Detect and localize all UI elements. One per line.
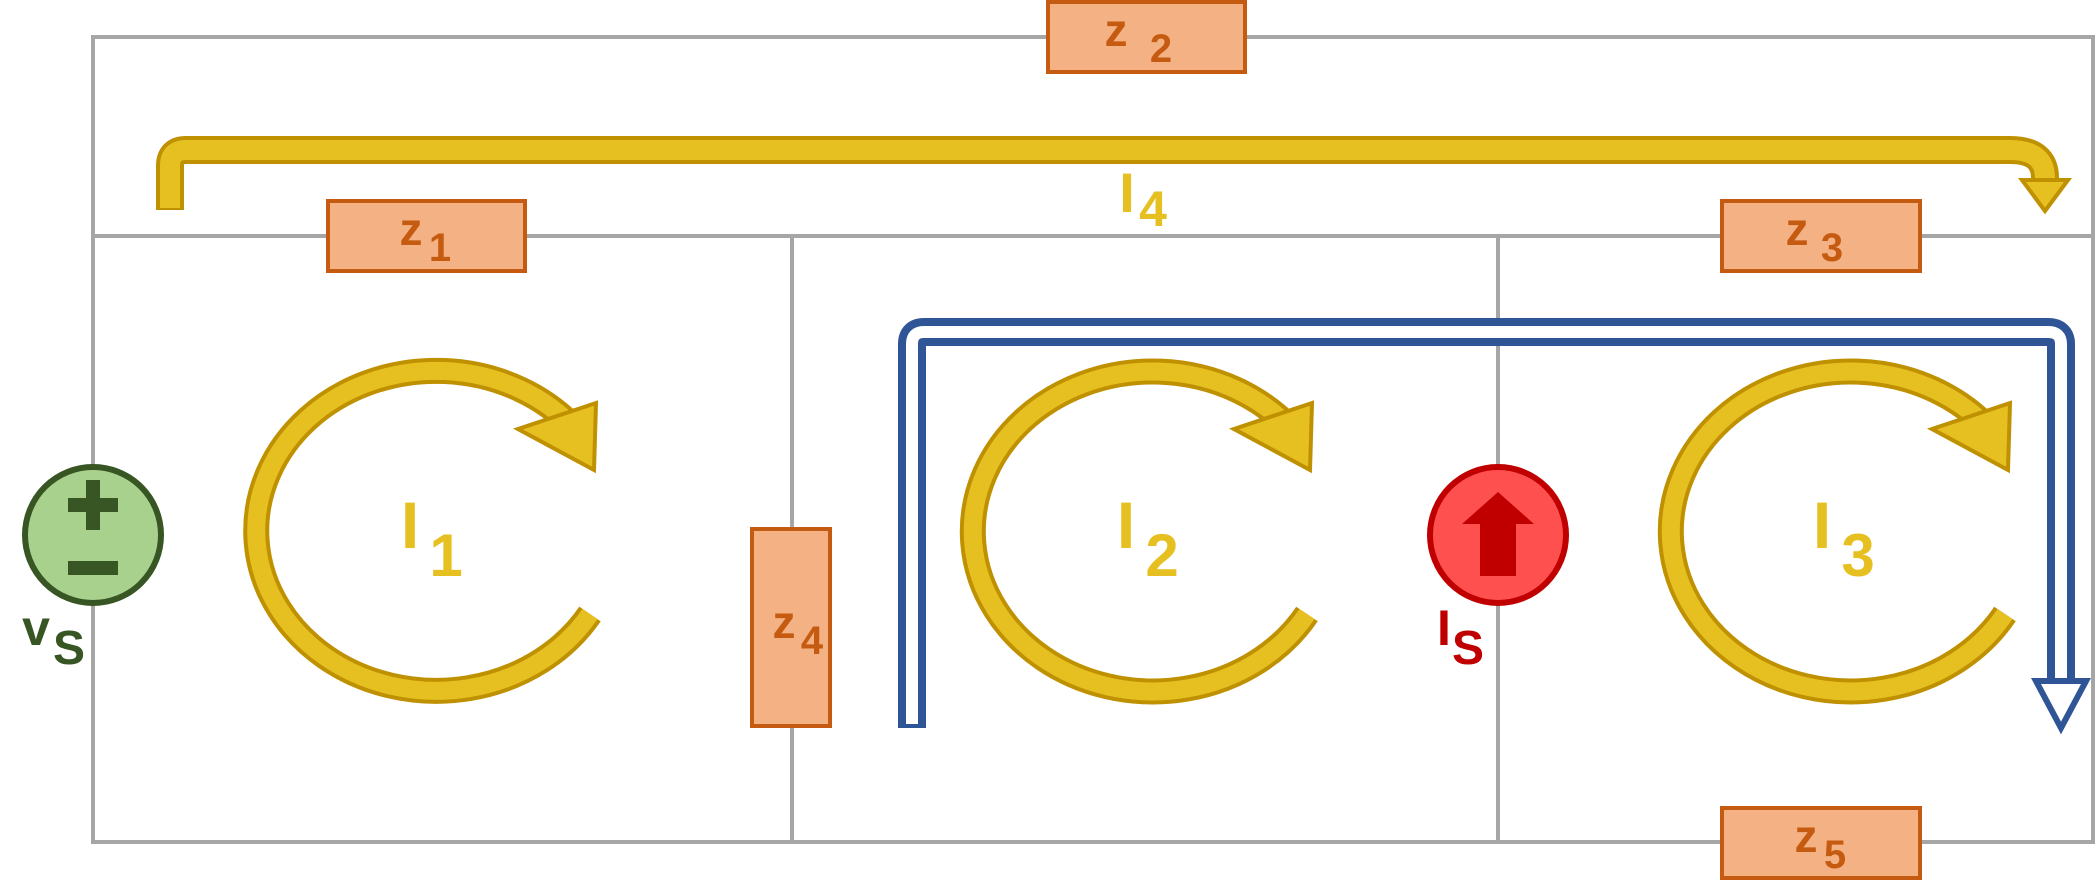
vs-label: v: [22, 600, 50, 656]
i4-label: I: [1119, 161, 1135, 224]
up-arrow-icon: [1462, 492, 1534, 576]
impedance-z5: z 5: [1720, 806, 1922, 880]
impedance-z4: z 4: [750, 527, 832, 728]
mesh-current-i2: I 2: [959, 358, 1318, 705]
is-label: I: [1437, 600, 1451, 656]
mesh-current-i3: I 3: [1657, 358, 2016, 705]
is-subscript: S: [1452, 622, 1484, 675]
supermesh-arrow: [898, 318, 2091, 735]
z4-subscript: 4: [801, 619, 824, 663]
current-source: I S: [1427, 464, 1569, 675]
i2-subscript: 2: [1145, 522, 1178, 589]
mesh-current-i4: I 4: [156, 136, 2072, 237]
vs-subscript: S: [53, 622, 85, 675]
i1-arrowhead: [512, 400, 599, 474]
z5-subscript: 5: [1824, 833, 1846, 877]
i2-arrowhead: [1228, 400, 1315, 474]
i2-label: I: [1117, 488, 1135, 562]
z2-label: z: [1105, 4, 1128, 56]
z3-label: z: [1786, 203, 1809, 255]
i3-arrowhead: [1926, 400, 2013, 474]
z4-label: z: [773, 596, 796, 648]
supermesh-arrowhead: [2031, 678, 2091, 735]
i1-label: I: [401, 488, 419, 562]
i1-subscript: 1: [429, 522, 462, 589]
z2-subscript: 2: [1150, 27, 1172, 71]
z1-label: z: [400, 203, 423, 255]
z1-subscript: 1: [429, 226, 451, 270]
z3-subscript: 3: [1821, 226, 1843, 270]
z5-label: z: [1795, 810, 1818, 862]
i3-subscript: 3: [1841, 522, 1874, 589]
impedance-z2: z 2: [1046, 0, 1247, 74]
impedance-z3: z 3: [1720, 199, 1922, 273]
i4-arrowhead: [2018, 178, 2072, 215]
i4-subscript: 4: [1139, 181, 1167, 237]
plus-minus-icon: [68, 480, 118, 575]
mesh-current-i1: I 1: [243, 357, 601, 704]
voltage-source: v S: [22, 464, 164, 675]
impedance-z1: z 1: [326, 199, 527, 273]
i3-label: I: [1813, 488, 1831, 562]
